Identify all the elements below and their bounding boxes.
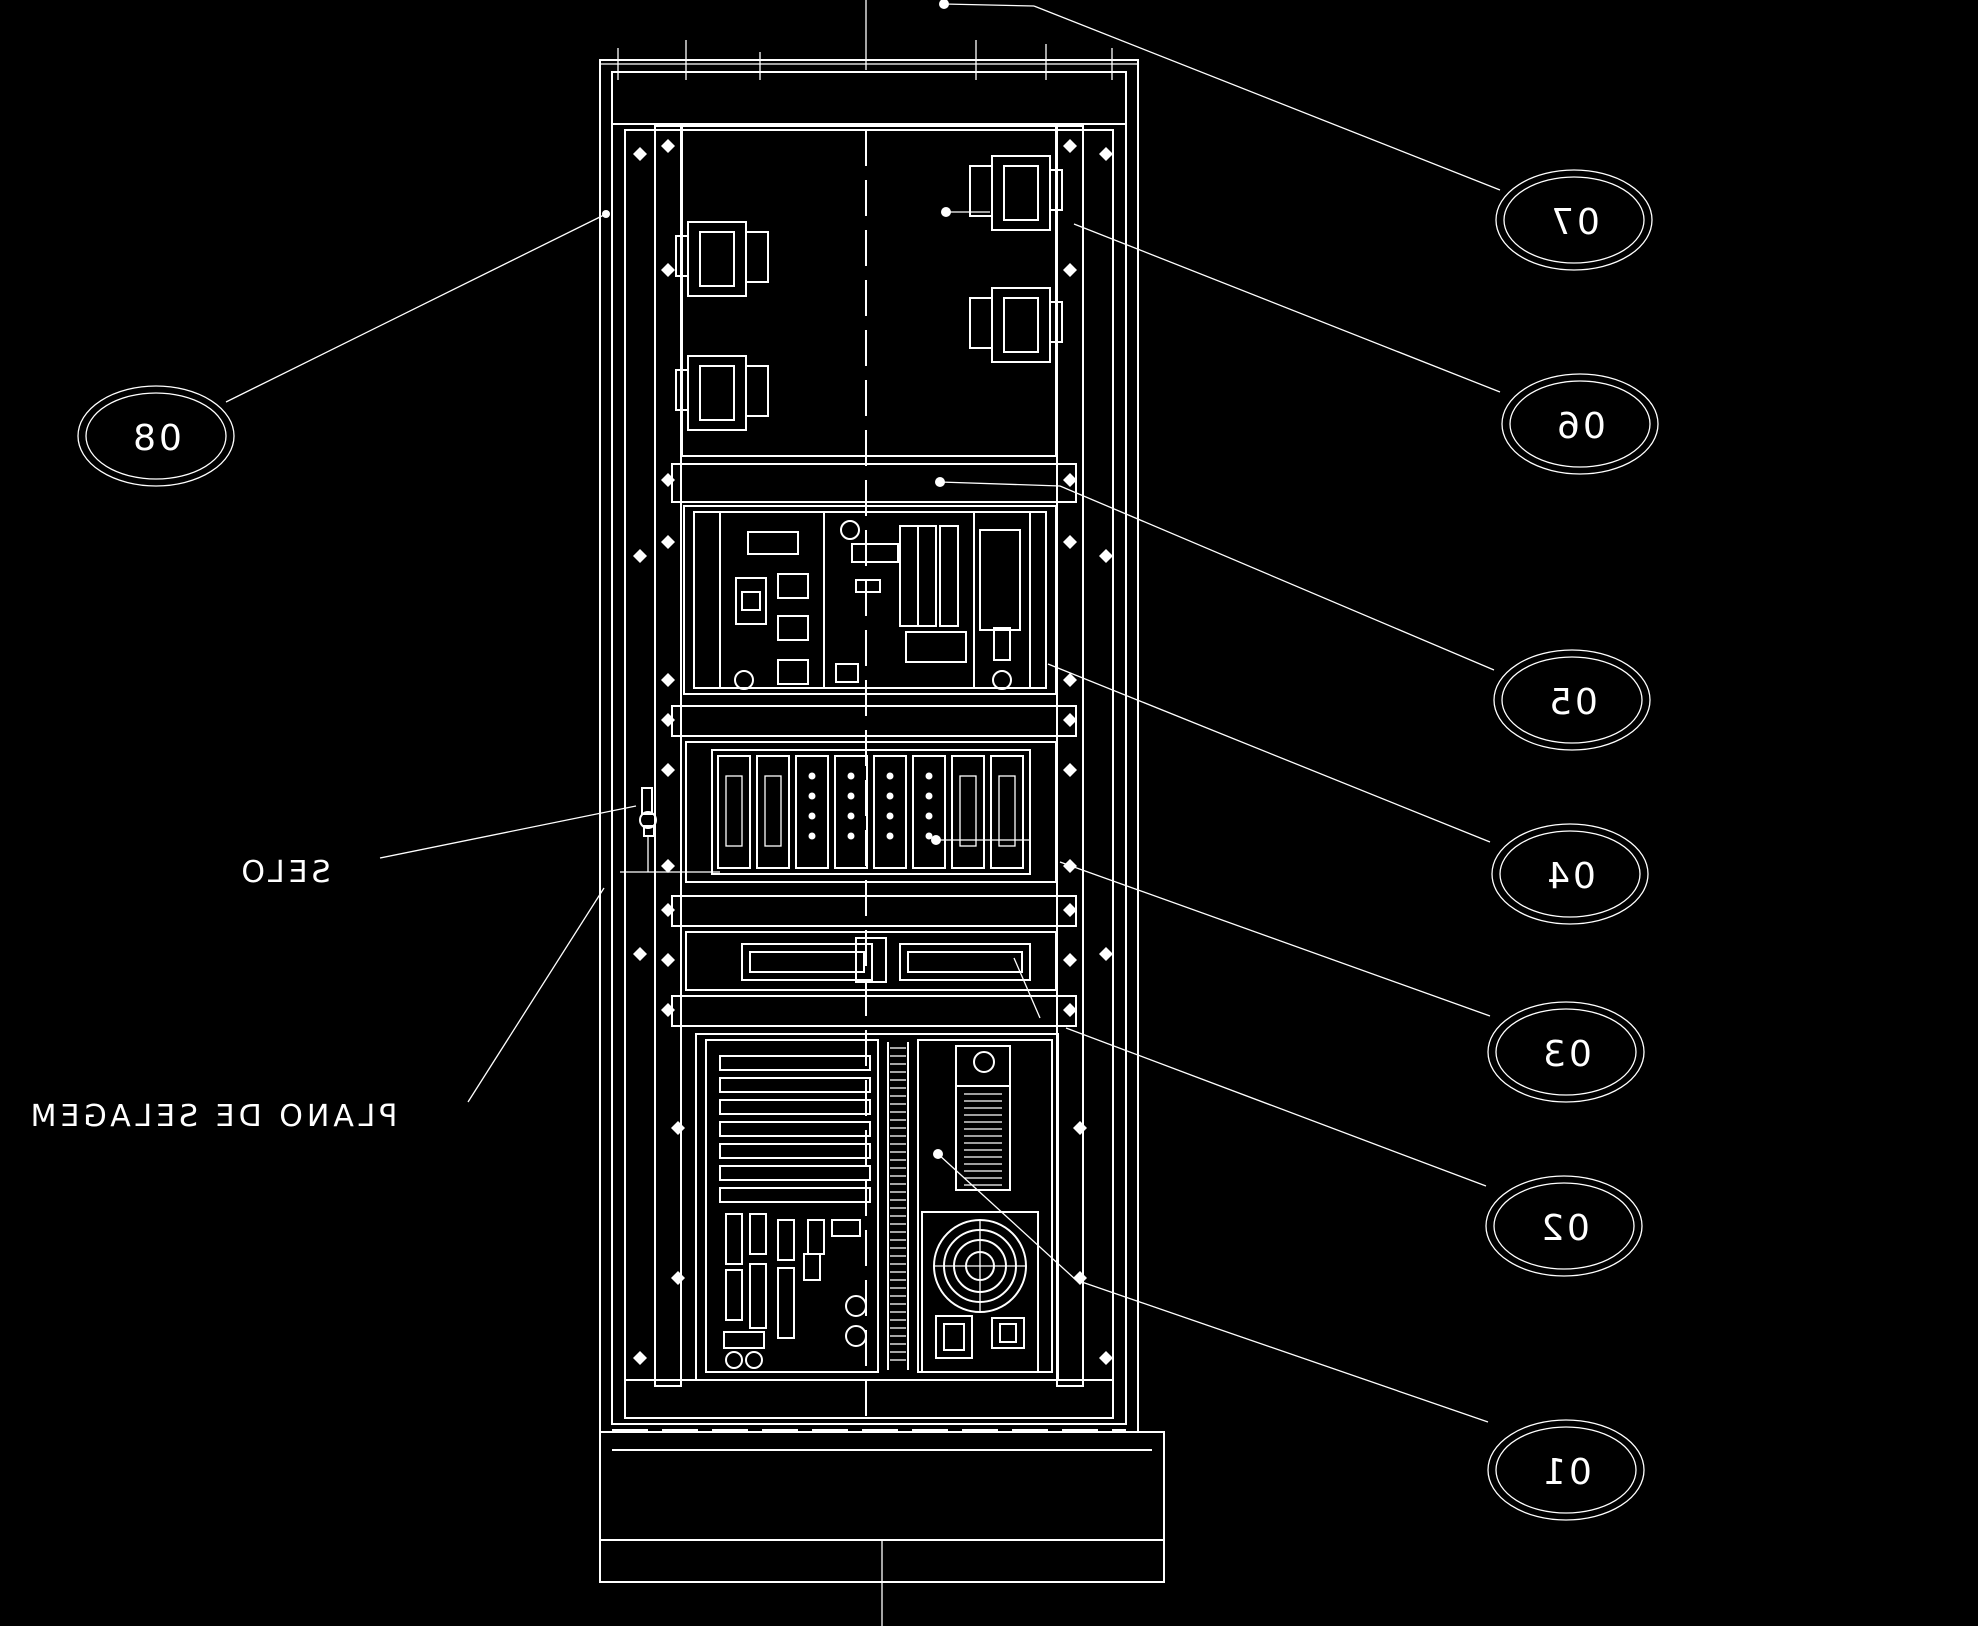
callouts: 07 06 05 04 03 02 01	[77, 169, 1659, 1521]
callout-04-label: 04	[1544, 856, 1596, 897]
display-unit	[671, 931, 1077, 1027]
side-labels: SELO PLANO DE SELAGEM	[27, 855, 398, 1134]
callout-08-label: 08	[130, 418, 182, 459]
callout-03: 03	[1487, 1001, 1645, 1103]
callout-02: 02	[1485, 1175, 1643, 1277]
callout-04: 04	[1491, 823, 1649, 925]
callout-08: 08	[77, 385, 235, 487]
callout-05-label: 05	[1546, 682, 1598, 723]
callout-01: 01	[1487, 1419, 1645, 1521]
relay-panel	[675, 125, 1063, 457]
callout-07: 07	[1495, 169, 1653, 271]
callout-03-label: 03	[1540, 1034, 1592, 1075]
callout-06-label: 06	[1554, 406, 1606, 447]
seal-device	[620, 787, 720, 873]
leader-lines	[225, 0, 1501, 1423]
callout-06: 06	[1501, 373, 1659, 475]
plano-label: PLANO DE SELAGEM	[27, 1099, 398, 1134]
callout-07-label: 07	[1548, 202, 1600, 243]
terminal-panel	[671, 463, 1077, 737]
card-rack	[671, 741, 1077, 927]
callout-02-label: 02	[1538, 1208, 1590, 1249]
computer-unit	[695, 1033, 1059, 1381]
selo-label: SELO	[237, 855, 330, 890]
cabinet-base	[599, 1431, 1165, 1583]
callout-05: 05	[1493, 649, 1651, 751]
callout-01-label: 01	[1540, 1452, 1592, 1493]
